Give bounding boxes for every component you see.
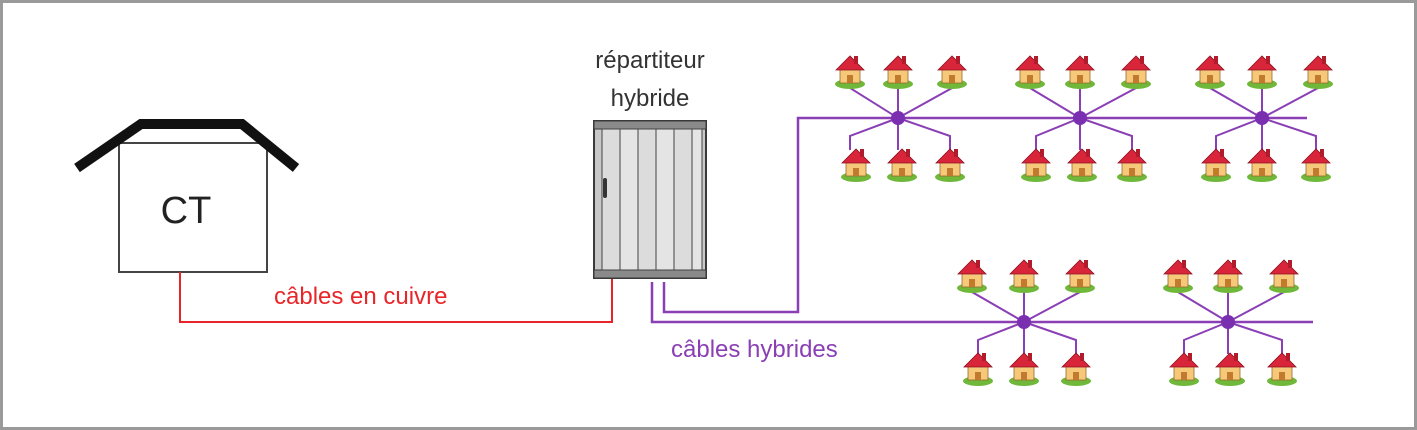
house-icon <box>1162 259 1194 294</box>
house-icon <box>1060 352 1092 387</box>
house-cluster <box>956 259 1096 387</box>
splitter-node-icon <box>1017 315 1031 329</box>
splitter-node-icon <box>1221 315 1235 329</box>
central-office-box <box>118 142 268 273</box>
house-icon <box>934 148 966 183</box>
cabinet-label-line2: hybride <box>611 85 690 112</box>
house-icon <box>1120 55 1152 90</box>
house-icon <box>936 55 968 90</box>
house-icon <box>840 148 872 183</box>
central-office-label: CT <box>161 190 212 232</box>
cabinet-label-line1: répartiteur <box>595 47 704 74</box>
house-icon <box>1020 148 1052 183</box>
cabinet-icon <box>593 120 707 279</box>
house-icon <box>956 259 988 294</box>
house-icon <box>1008 352 1040 387</box>
house-icon <box>1302 55 1334 90</box>
house-icon <box>1014 55 1046 90</box>
house-icon <box>1116 148 1148 183</box>
house-cluster <box>1194 55 1334 183</box>
house-icon <box>1268 259 1300 294</box>
house-icon <box>1064 55 1096 90</box>
house-icon <box>1064 259 1096 294</box>
central-office: CT <box>74 119 300 273</box>
house-cluster <box>1162 259 1300 387</box>
hybrid-cable-label: câbles hybrides <box>671 336 838 363</box>
house-icon <box>886 148 918 183</box>
copper-cable-label: câbles en cuivre <box>274 283 447 310</box>
hybrid-cabinet: répartiteur hybride <box>593 47 707 279</box>
house-icon <box>1194 55 1226 90</box>
house-icon <box>1246 55 1278 90</box>
house-icon <box>1066 148 1098 183</box>
splitter-node-icon <box>1255 111 1269 125</box>
hybrid-cable-lower <box>650 282 1313 324</box>
splitter-node-icon <box>1073 111 1087 125</box>
splitter-node-icon <box>891 111 905 125</box>
house-icon <box>834 55 866 90</box>
house-icon <box>1200 148 1232 183</box>
central-office-roof <box>74 119 300 173</box>
house-icon <box>1266 352 1298 387</box>
copper-cable <box>179 272 613 323</box>
house-icon <box>1246 148 1278 183</box>
house-icon <box>962 352 994 387</box>
house-icon <box>882 55 914 90</box>
house-icon <box>1300 148 1332 183</box>
house-icon <box>1168 352 1200 387</box>
house-icon <box>1214 352 1246 387</box>
hybrid-cable-upper <box>662 116 1307 314</box>
house-icon <box>1008 259 1040 294</box>
house-cluster <box>834 55 968 183</box>
house-cluster <box>1014 55 1152 183</box>
house-icon <box>1212 259 1244 294</box>
